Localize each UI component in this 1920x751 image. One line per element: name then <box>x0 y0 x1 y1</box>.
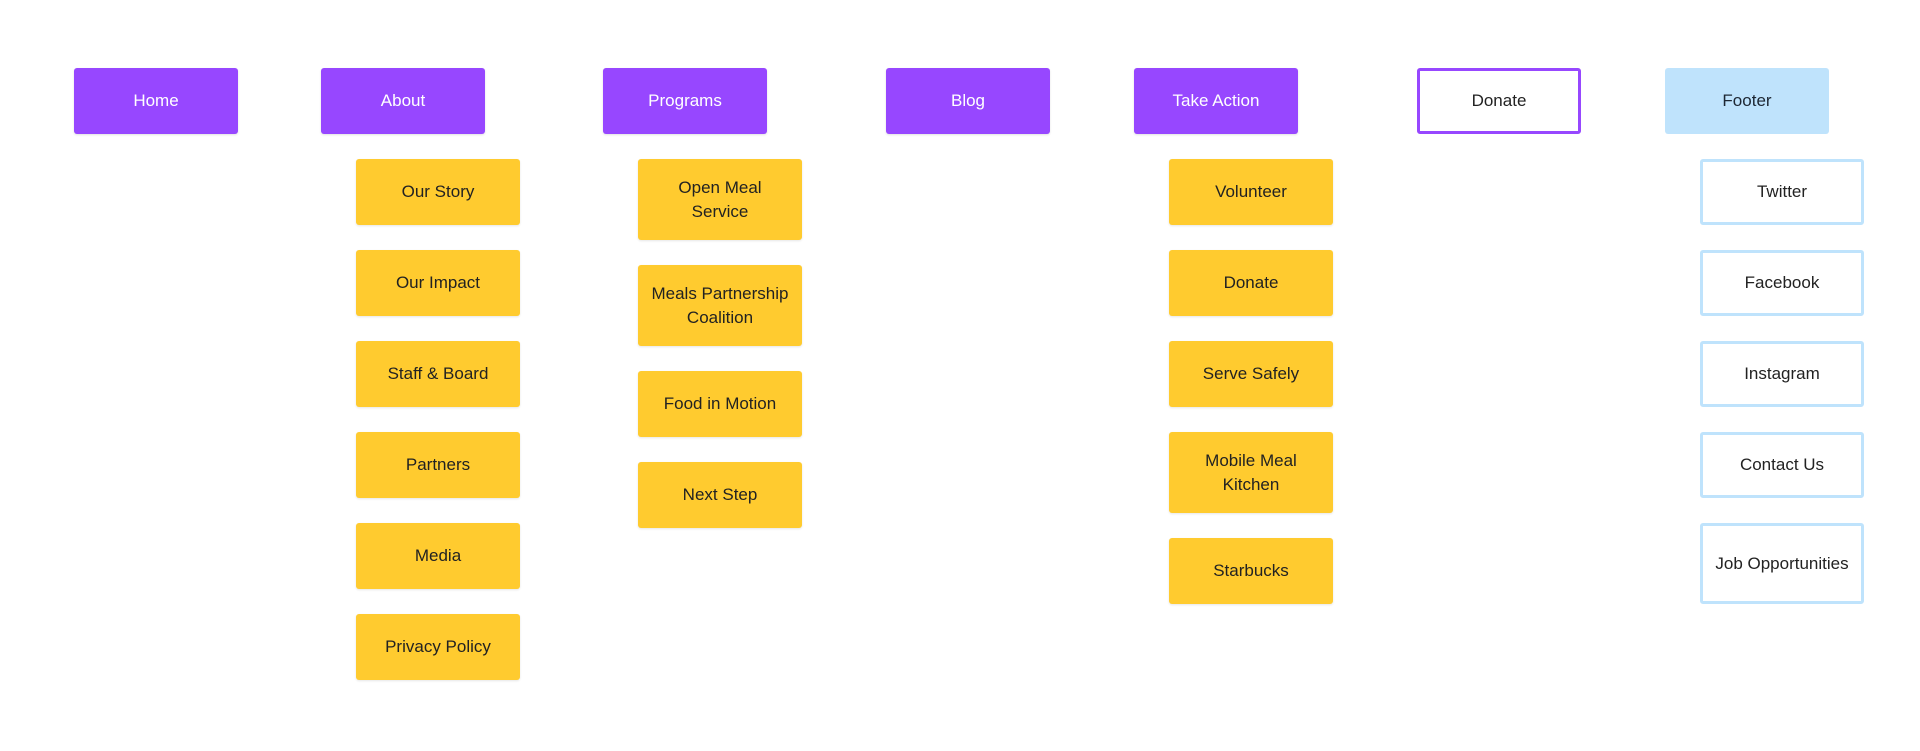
nav-donate[interactable]: Donate <box>1417 68 1581 134</box>
footer-link-instagram[interactable]: Instagram <box>1700 341 1864 407</box>
subpage-next-step[interactable]: Next Step <box>638 462 802 528</box>
nav-blog[interactable]: Blog <box>886 68 1050 134</box>
footer-link-twitter[interactable]: Twitter <box>1700 159 1864 225</box>
subpage-staff-board[interactable]: Staff & Board <box>356 341 520 407</box>
subpage-partners[interactable]: Partners <box>356 432 520 498</box>
subpage-our-story[interactable]: Our Story <box>356 159 520 225</box>
nav-programs[interactable]: Programs <box>603 68 767 134</box>
footer-link-facebook[interactable]: Facebook <box>1700 250 1864 316</box>
nav-home[interactable]: Home <box>74 68 238 134</box>
subpage-serve-safely[interactable]: Serve Safely <box>1169 341 1333 407</box>
nav-about[interactable]: About <box>321 68 485 134</box>
subpage-donate[interactable]: Donate <box>1169 250 1333 316</box>
nav-take-action[interactable]: Take Action <box>1134 68 1298 134</box>
subpage-meals-partnership-coalition[interactable]: Meals Partnership Coalition <box>638 265 802 346</box>
footer-link-job-opportunities[interactable]: Job Opportunities <box>1700 523 1864 604</box>
subpage-our-impact[interactable]: Our Impact <box>356 250 520 316</box>
subpage-food-in-motion[interactable]: Food in Motion <box>638 371 802 437</box>
subpage-mobile-meal-kitchen[interactable]: Mobile Meal Kitchen <box>1169 432 1333 513</box>
nav-footer[interactable]: Footer <box>1665 68 1829 134</box>
subpage-privacy-policy[interactable]: Privacy Policy <box>356 614 520 680</box>
subpage-media[interactable]: Media <box>356 523 520 589</box>
subpage-starbucks[interactable]: Starbucks <box>1169 538 1333 604</box>
subpage-volunteer[interactable]: Volunteer <box>1169 159 1333 225</box>
footer-link-contact-us[interactable]: Contact Us <box>1700 432 1864 498</box>
subpage-open-meal-service[interactable]: Open Meal Service <box>638 159 802 240</box>
